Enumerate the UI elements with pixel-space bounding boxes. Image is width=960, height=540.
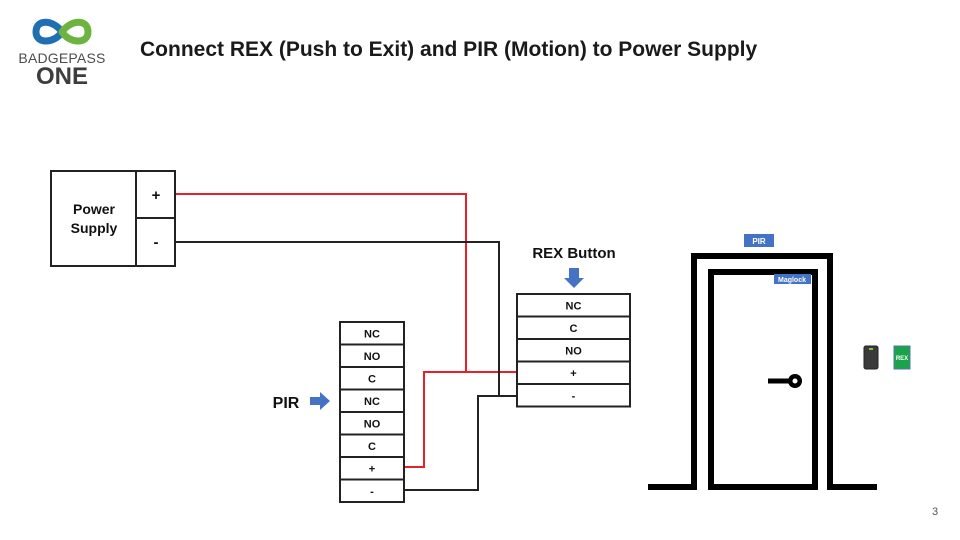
- wire-ps-positive-to-rex: [175, 193, 517, 373]
- rex-button-label: REX Button: [532, 245, 615, 262]
- pir-label: PIR: [273, 395, 300, 412]
- rex-arrow-icon: [564, 268, 584, 288]
- pir-sensor-badge: [744, 234, 774, 247]
- pir-terminal-label: C: [368, 441, 376, 453]
- logo-brand-line1: BADGEPASS: [18, 50, 106, 66]
- rex-terminal-label: C: [570, 323, 578, 335]
- pir-terminal-label: NO: [364, 351, 381, 363]
- rex-terminal-label: -: [572, 390, 576, 402]
- pir-terminal-block: NC NO C NC NO C + -: [339, 321, 405, 503]
- wire-pir-negative: [404, 395, 517, 491]
- pir-terminal-cell: [339, 478, 405, 503]
- pir-terminal-label: +: [369, 463, 375, 475]
- door-handle-icon: [768, 374, 802, 388]
- power-supply-label-line1: Power: [73, 201, 116, 217]
- rex-button-badge: [893, 345, 911, 370]
- rex-terminal-label: NC: [566, 300, 582, 312]
- power-supply-label-line2: Supply: [71, 220, 118, 236]
- power-supply-terminal-positive: +: [152, 187, 161, 204]
- power-supply-terminal-negative: -: [154, 234, 159, 251]
- rex-terminal-block: NC C NO + -: [516, 293, 631, 408]
- negative-wires: [175, 241, 517, 491]
- wire-pir-positive: [404, 371, 466, 468]
- logo-brand-line2: ONE: [35, 63, 88, 90]
- maglock-badge: [774, 274, 811, 284]
- power-supply: Power Supply + -: [50, 170, 176, 267]
- rex-terminal-label: NO: [565, 345, 582, 357]
- rex-button-badge-text: REX: [896, 356, 908, 362]
- pir-terminal-label: NC: [364, 396, 380, 408]
- page-number: 3: [932, 506, 939, 518]
- pir-terminal-label: -: [370, 486, 374, 498]
- positive-wires: [175, 193, 517, 468]
- card-reader-icon: [863, 345, 879, 370]
- rex-terminal-label: +: [570, 368, 576, 380]
- badgepass-logo: BADGEPASS ONE: [14, 14, 110, 92]
- pir-terminal-label: NO: [364, 418, 381, 430]
- infinity-logo-icon: [32, 18, 92, 45]
- page-title: Connect REX (Push to Exit) and PIR (Moti…: [140, 38, 758, 61]
- rex-terminal-cell: [516, 383, 631, 408]
- maglock-badge-text: Maglock: [778, 277, 806, 284]
- pir-terminal-label: C: [368, 373, 376, 385]
- door-frame: [648, 253, 877, 490]
- pir-sensor-badge-text: PIR: [752, 237, 766, 246]
- pir-terminal-label: NC: [364, 328, 380, 340]
- door-illustration: PIR Maglock REX: [648, 234, 911, 490]
- pir-arrow-icon: [310, 392, 330, 410]
